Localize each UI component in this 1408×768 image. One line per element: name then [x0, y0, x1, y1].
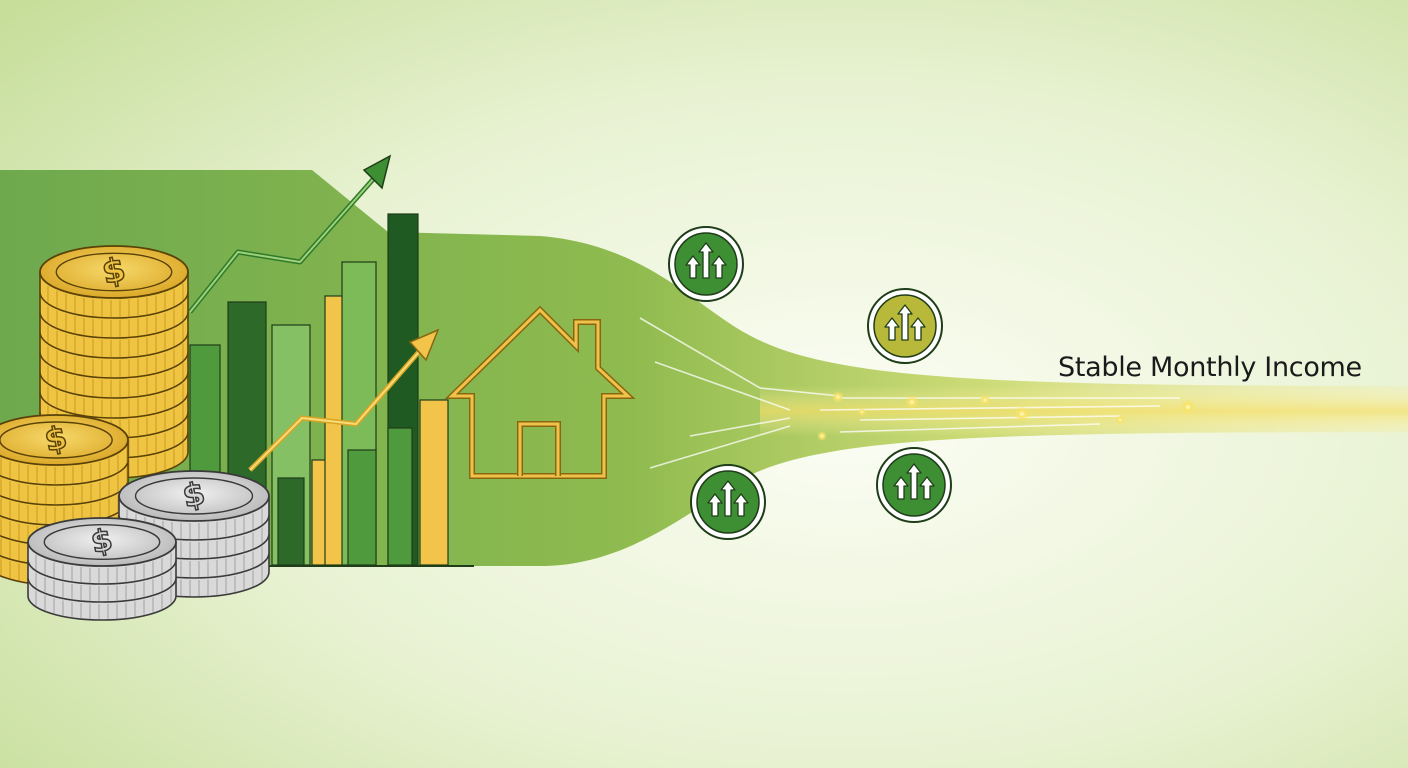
sparkles [817, 391, 1196, 441]
growth-arrows-badge-icon [668, 226, 744, 302]
growth-arrows-badge-icon [690, 464, 766, 540]
income-stream-glow [760, 386, 1408, 436]
growth-arrows-badge-icon [876, 447, 952, 523]
stream-lines [639, 317, 1180, 469]
gold-coin-stack-icon: $ [39, 245, 189, 479]
growth-arrows-badge-icon [867, 288, 943, 364]
silver-coin-stack-icon: $ [27, 517, 177, 621]
stable-monthly-income-label: Stable Monthly Income [1058, 352, 1362, 383]
trend-arrow-icon [188, 154, 440, 472]
house-outline-icon [444, 305, 636, 479]
